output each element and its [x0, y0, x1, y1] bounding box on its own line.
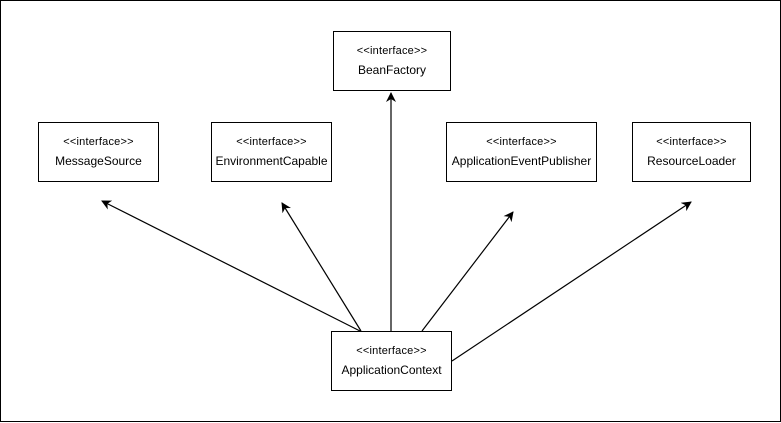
interface-box-applicationcontext[interactable]: <<interface>> ApplicationContext	[331, 331, 452, 391]
interface-name: ApplicationEventPublisher	[451, 154, 592, 168]
interface-box-messagesource[interactable]: <<interface>> MessageSource	[38, 122, 159, 182]
arrow-applicationcontext-to-environmentcapable	[281, 202, 362, 332]
interface-box-applicationeventpublisher[interactable]: <<interface>> ApplicationEventPublisher	[446, 122, 597, 182]
stereotype-label: <<interface>>	[356, 345, 427, 357]
interface-name: EnvironmentCapable	[215, 154, 328, 168]
interface-box-resourceloader[interactable]: <<interface>> ResourceLoader	[632, 122, 751, 182]
interface-name: MessageSource	[55, 154, 142, 168]
interface-box-environmentcapable[interactable]: <<interface>> EnvironmentCapable	[211, 122, 332, 182]
stereotype-label: <<interface>>	[236, 136, 307, 148]
stereotype-label: <<interface>>	[656, 136, 727, 148]
interface-name: ApplicationContext	[341, 363, 442, 377]
interface-name: BeanFactory	[357, 63, 427, 77]
arrow-applicationcontext-to-applicationeventpublisher	[421, 211, 514, 332]
arrow-applicationcontext-to-resourceloader	[451, 201, 692, 362]
interface-box-beanfactory[interactable]: <<interface>> BeanFactory	[333, 31, 451, 91]
arrow-applicationcontext-to-messagesource	[101, 200, 361, 332]
stereotype-label: <<interface>>	[356, 45, 428, 57]
interface-name: ResourceLoader	[647, 154, 736, 168]
stereotype-label: <<interface>>	[63, 136, 134, 148]
stereotype-label: <<interface>>	[486, 136, 557, 148]
